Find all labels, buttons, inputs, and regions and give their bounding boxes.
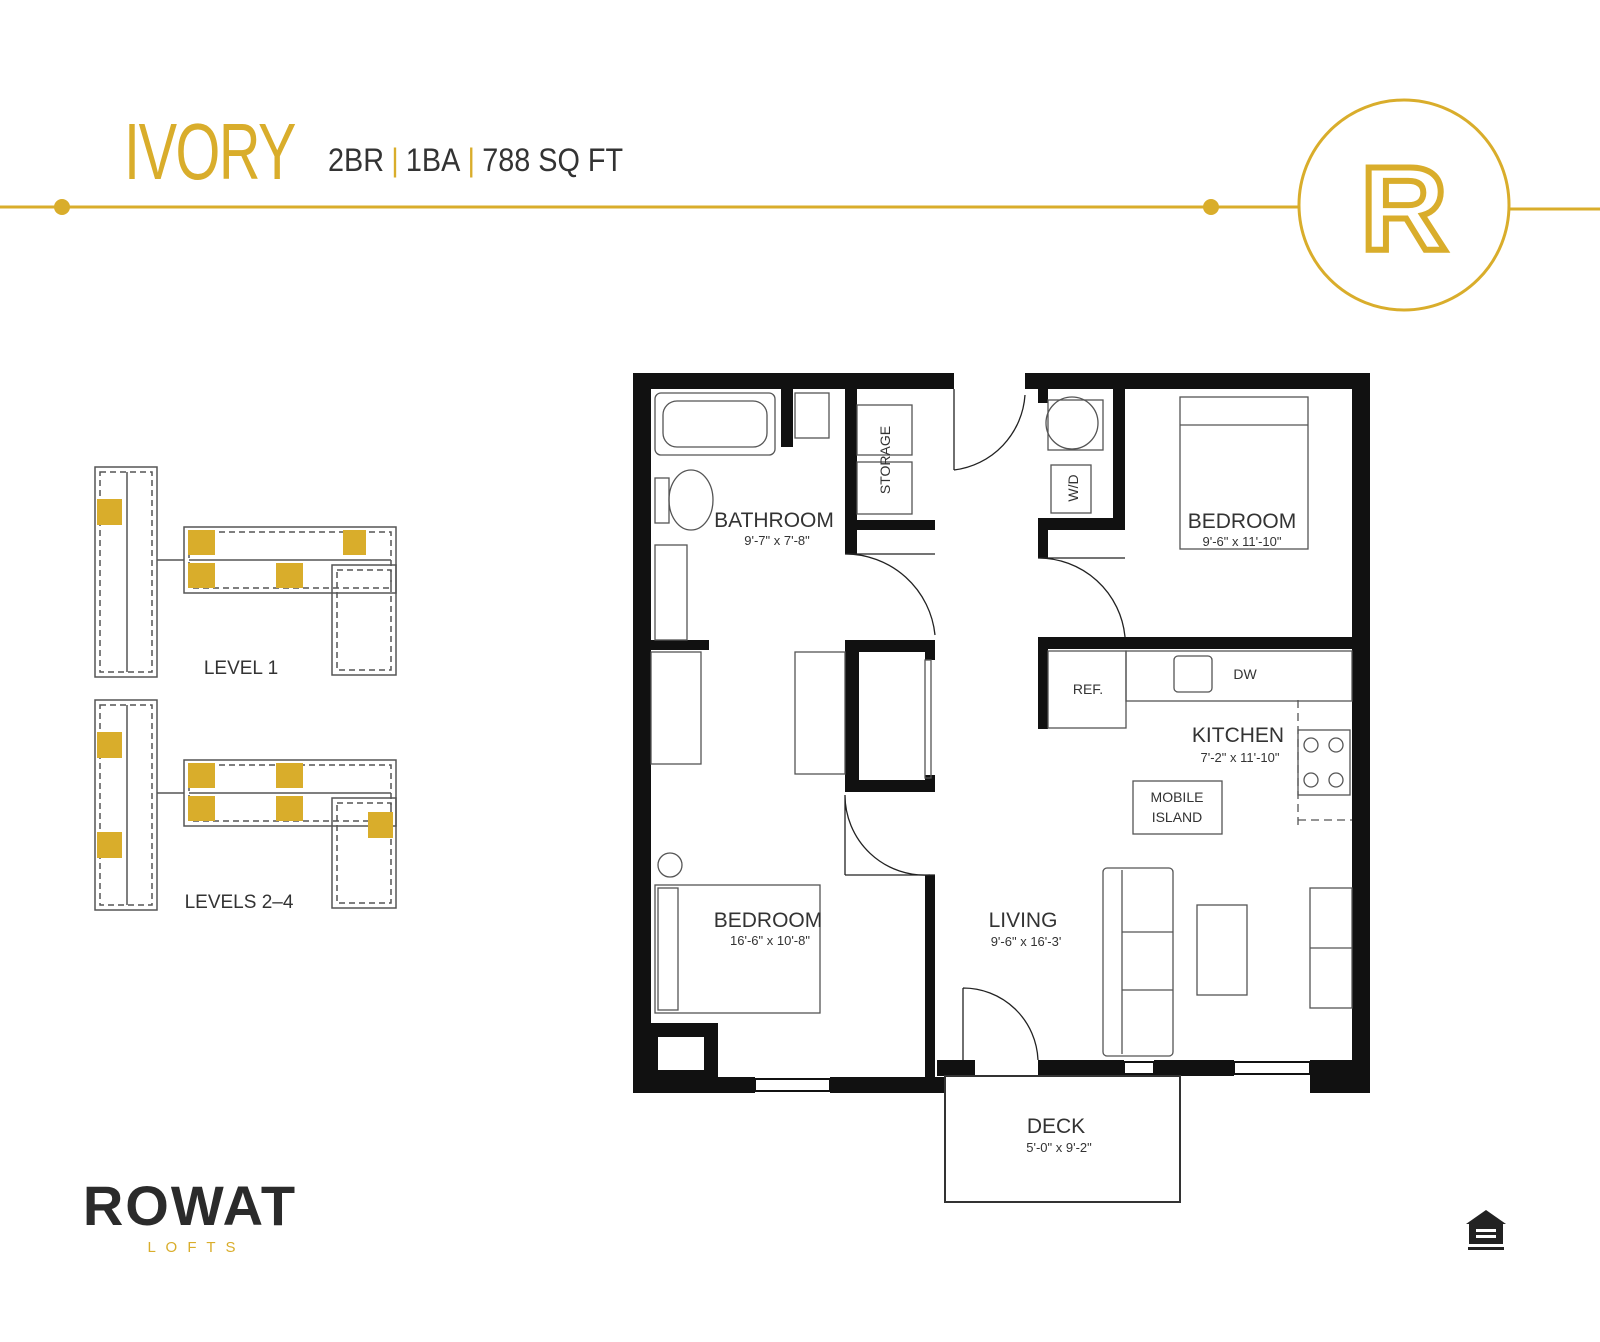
keyplan-level-1 [94, 466, 397, 678]
bedroom-south-dims: 16'-6" x 10'-8" [730, 933, 810, 948]
ref-label: REF. [1073, 681, 1103, 697]
exterior-walls [633, 373, 1370, 1093]
plan-title: IVORY [124, 107, 296, 196]
island-line-2: ISLAND [1152, 809, 1203, 825]
keyplan-level-1-label: LEVEL 1 [204, 658, 278, 679]
keyplan-levels-2-4-label: LEVELS 2–4 [185, 892, 294, 913]
spec-separator: | [467, 142, 476, 178]
living-dims: 9'-6" x 16'-3' [991, 934, 1062, 949]
kitchen-dims: 7'-2" x 11'-10" [1201, 750, 1280, 765]
kitchen-label: KITCHEN [1192, 724, 1284, 747]
bathroom-dims: 9'-7" x 7'-8" [744, 533, 810, 548]
r-emblem-letter: R [1361, 142, 1448, 276]
bedroom-south-label: BEDROOM [714, 909, 823, 932]
brand-logo: ROWAT [83, 1174, 297, 1237]
bedroom-north-dims: 9'-6" x 11'-10" [1203, 534, 1282, 549]
dw-label: DW [1233, 666, 1257, 682]
keyplan-levels-2-4 [94, 699, 397, 911]
deck-dims: 5'-0" x 9'-2" [1026, 1140, 1092, 1155]
baths-count: 1BA [405, 142, 461, 178]
bedroom-north-label: BEDROOM [1188, 510, 1297, 533]
rule-dot-right [1203, 199, 1219, 215]
deck-label: DECK [1027, 1115, 1085, 1138]
storage-label: STORAGE [877, 426, 893, 494]
plan-specs: 2BR|1BA|788 SQ FT [328, 140, 623, 180]
room-labels: BATHROOM 9'-7" x 7'-8" STORAGE W/D BEDRO… [714, 426, 1297, 1155]
living-label: LIVING [989, 909, 1058, 932]
beds-count: 2BR [328, 142, 385, 178]
door-swings [844, 389, 1126, 1061]
window-openings [754, 1061, 1311, 1092]
square-footage: 788 SQ FT [482, 142, 624, 178]
deck-outline [944, 1075, 1181, 1203]
equal-housing-icon [1466, 1210, 1506, 1250]
island-line-1: MOBILE [1151, 789, 1204, 805]
interior-walls [651, 389, 1352, 1077]
fixtures [644, 392, 1353, 1084]
r-emblem-ring [1297, 98, 1511, 312]
brand-subtitle: L O F T S [148, 1239, 239, 1256]
rule-dot-left [54, 199, 70, 215]
wd-label: W/D [1065, 474, 1081, 501]
spec-separator: | [391, 142, 399, 178]
bathroom-label: BATHROOM [714, 509, 834, 532]
